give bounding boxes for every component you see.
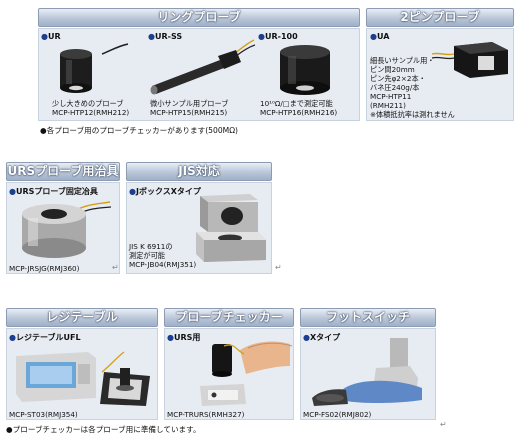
caption-ua: 細長いサンプル用・ ピン間20mm ピン先φ2×2本・ バネ圧240g/本 MC… [370,56,455,119]
subtitle-jis: ●JボックスXタイプ [129,187,201,196]
register-table-image [16,351,150,406]
subtitle-register-table: ●レジテーブルUFL [9,333,81,342]
urs-jig-image [22,201,112,258]
caption-ur-ss: 微小サンプル用プローブ MCP-HTP15(RMH215) [150,99,229,117]
caption-probe-checker: MCP-TRURS(RMH327) [167,410,245,419]
header-two-pin-probe: 2ピンプローブ [366,8,514,27]
header-ring-probe: リングプローブ [38,8,360,27]
caption-urs-jig: MCP-JRSJG(RMJ360) [9,264,80,273]
subtitle-urs-jig: ●URSプローブ固定冶具 [9,187,98,196]
header-foot-switch: フットスイッチ [300,308,436,327]
ua-probe-image [431,42,508,78]
return-mark-urs: ↵ [112,263,119,272]
subtitle-ur-100: ●UR-100 [258,32,298,41]
subtitle-ur-ss: ●UR-SS [148,32,183,41]
subtitle-ua: ●UA [370,32,390,41]
header-urs-jig: URSプローブ用治具 [6,162,120,181]
ur-100-probe-image [280,45,330,95]
caption-register-table: MCP-ST03(RMJ354) [9,410,78,419]
checker-note: ●各プローブ用のプローブチェッカーがあります(500MΩ) [40,126,238,135]
caption-jis: JIS K 6911の 測定が可能 MCP-JB04(RMJ351) [129,242,197,269]
header-jis: JIS対応 [126,162,272,181]
header-register-table: レジテーブル [6,308,158,327]
bottom-note: ●プローブチェッカーは各プローブ用に準備しています。 [6,425,201,434]
return-mark-foot: ↵ [440,420,447,429]
caption-foot-switch: MCP-FS02(RMJ802) [303,410,372,419]
subtitle-probe-checker: ●URS用 [167,333,201,342]
probe-checker-image [200,341,293,406]
subtitle-foot-switch: ●Xタイプ [303,333,341,342]
header-probe-checker: プローブチェッカー [164,308,294,327]
subtitle-ur: ●UR [41,32,61,41]
return-mark-jis: ↵ [275,263,282,272]
caption-ur-100: 10¹⁰Ω/□まで測定可能 MCP-HTP16(RMH216) [260,99,338,117]
ur-probe-image [60,43,129,93]
caption-ur: 少し大きめのプローブ MCP-HTP12(RMH212) [52,99,130,117]
ur-ss-probe-image [150,39,256,95]
foot-switch-image [312,338,422,406]
j-box-image [196,194,266,262]
